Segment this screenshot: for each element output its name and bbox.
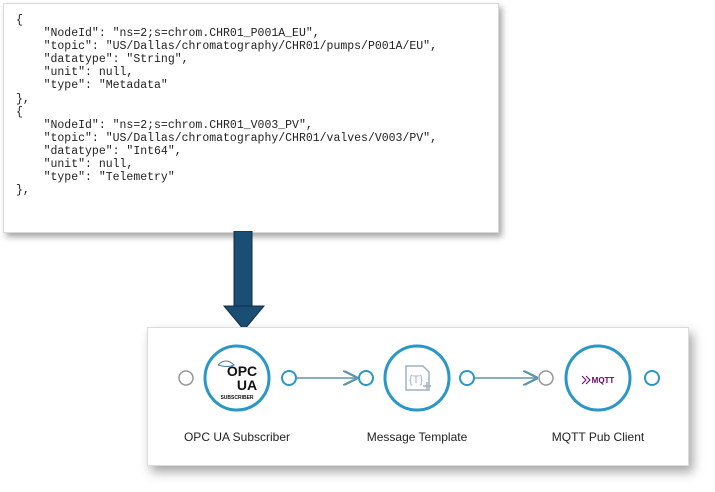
message-template-node[interactable] bbox=[383, 344, 451, 412]
svg-text:MQTT: MQTT bbox=[592, 376, 615, 385]
node-label-mqtt: MQTT Pub Client bbox=[551, 430, 645, 444]
down-arrow-icon bbox=[222, 231, 266, 331]
flow-canvas: OPC UA SUBSCRIBER {T} MQTT OPC UA Subscr… bbox=[147, 327, 689, 466]
input-port[interactable] bbox=[178, 370, 194, 386]
svg-text:OPC: OPC bbox=[227, 363, 257, 379]
node-label-message-template: Message Template bbox=[366, 430, 468, 444]
output-port[interactable] bbox=[644, 370, 660, 386]
mqtt-node[interactable] bbox=[564, 344, 632, 412]
template-icon: {T} bbox=[405, 365, 431, 391]
svg-text:UA: UA bbox=[237, 377, 257, 393]
node-label-opc-ua: OPC UA Subscriber bbox=[183, 430, 291, 444]
svg-text:SUBSCRIBER: SUBSCRIBER bbox=[220, 395, 253, 401]
json-code-panel: { "NodeId": "ns=2;s=chrom.CHR01_P001A_EU… bbox=[3, 3, 499, 233]
mqtt-logo-icon: MQTT bbox=[581, 375, 615, 385]
svg-text:{T}: {T} bbox=[409, 374, 423, 386]
input-port[interactable] bbox=[538, 370, 554, 386]
input-port[interactable] bbox=[358, 370, 374, 386]
json-code-text: { "NodeId": "ns=2;s=chrom.CHR01_P001A_EU… bbox=[16, 14, 437, 198]
opc-ua-logo-icon: OPC UA SUBSCRIBER bbox=[217, 360, 257, 401]
output-port[interactable] bbox=[281, 370, 297, 386]
output-port[interactable] bbox=[459, 370, 475, 386]
